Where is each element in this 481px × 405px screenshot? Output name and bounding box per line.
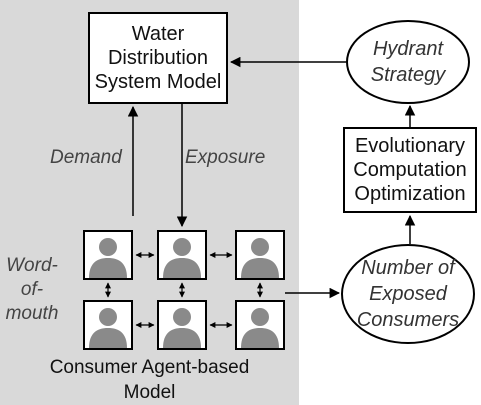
agent-body: [163, 328, 201, 348]
caption-line-2: Model: [123, 382, 176, 403]
exposed-line-1: Number of: [361, 257, 455, 279]
exposed-consumers-ellipse: Number of Exposed Consumers: [341, 244, 475, 344]
caption-line-1: Consumer Agent-based: [49, 357, 250, 378]
hydrant-line-1: Hydrant: [372, 38, 443, 60]
consumer-agent-model-caption: Consumer Agent-based Model: [0, 355, 299, 405]
agent-head: [173, 238, 191, 256]
water-model-line-2: Distribution: [107, 47, 209, 69]
agent-body: [89, 328, 127, 348]
exposure-label: Exposure: [185, 147, 266, 168]
word-of-mouth-line-2: of-: [20, 279, 44, 300]
exposed-line-2: Exposed: [369, 283, 447, 305]
agent-body: [241, 328, 279, 348]
agent-head: [99, 238, 117, 256]
evolutionary-optimization-box: Evolutionary Computation Optimization: [343, 127, 477, 213]
water-distribution-model-box: Water Distribution System Model: [88, 12, 228, 104]
water-model-line-1: Water: [131, 23, 185, 45]
water-model-line-3: System Model: [94, 71, 222, 93]
agent-head: [251, 308, 269, 326]
evolutionary-line-3: Optimization: [354, 183, 466, 205]
hydrant-line-2: Strategy: [370, 64, 446, 86]
evolutionary-line-1: Evolutionary: [354, 135, 466, 157]
agent-head: [99, 308, 117, 326]
agent-head: [173, 308, 191, 326]
agent-body: [163, 258, 201, 278]
agent-body: [89, 258, 127, 278]
agent-body: [241, 258, 279, 278]
word-of-mouth-line-3: mouth: [5, 303, 59, 324]
consumer-agent-icon: [83, 230, 133, 280]
evolutionary-line-2: Computation: [353, 159, 467, 181]
consumer-agent-icon: [157, 300, 207, 350]
word-of-mouth-label: Word- of- mouth: [2, 254, 62, 326]
consumer-agent-icon: [83, 300, 133, 350]
demand-label: Demand: [50, 147, 122, 168]
word-of-mouth-line-1: Word-: [6, 255, 58, 276]
consumer-agent-icon: [157, 230, 207, 280]
consumer-agent-icon: [235, 300, 285, 350]
consumer-agent-icon: [235, 230, 285, 280]
hydrant-strategy-ellipse: Hydrant Strategy: [346, 20, 470, 104]
exposed-line-3: Consumers: [356, 309, 460, 331]
agent-head: [251, 238, 269, 256]
